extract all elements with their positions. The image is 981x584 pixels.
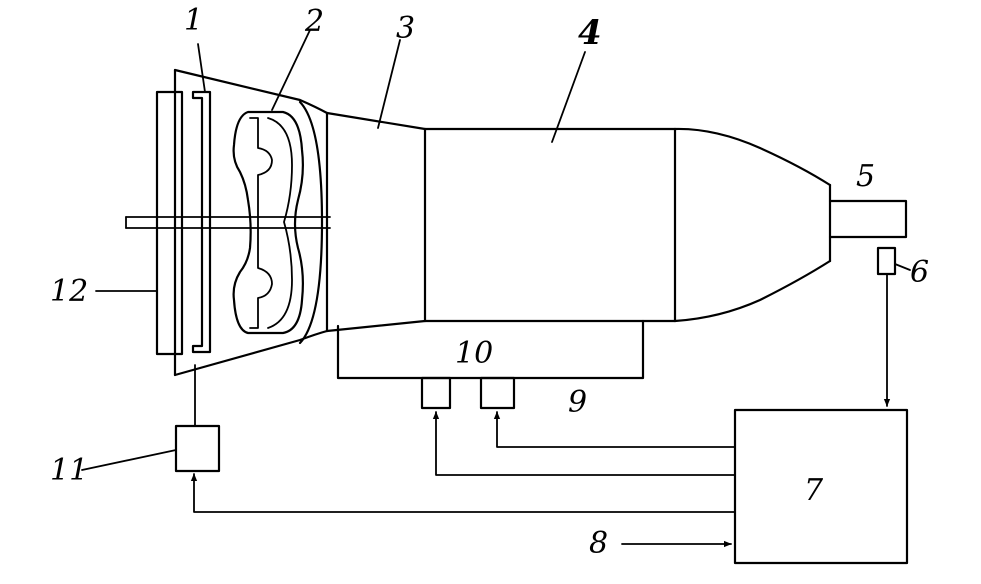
gearbox-casing (423, 127, 832, 323)
solenoid-right (479, 376, 516, 410)
label-4: 4 (578, 13, 602, 53)
label-2: 2 (304, 4, 324, 39)
transmission-front-section (325, 111, 427, 333)
leader-6 (894, 263, 911, 271)
torque-converter (232, 100, 324, 345)
label-7: 7 (804, 473, 824, 508)
solenoid-left (420, 376, 452, 410)
clutch-disc (191, 90, 212, 354)
flywheel-plate (155, 90, 184, 356)
label-8: 8 (589, 526, 608, 561)
label-6: 6 (910, 255, 929, 290)
signal-control-to-solenoid-left (432, 411, 736, 476)
leader-3 (377, 39, 401, 129)
label-3: 3 (396, 11, 415, 46)
bell-housing (173, 68, 329, 377)
signal-control-to-actuator (190, 473, 736, 513)
signal-control-to-solenoid-right (493, 411, 736, 448)
speed-sensor (876, 246, 897, 276)
leader-2 (271, 29, 311, 111)
label-1: 1 (184, 3, 203, 38)
label-11: 11 (50, 453, 88, 488)
leader-4 (551, 51, 586, 143)
control-unit (733, 408, 909, 565)
clutch-actuator (174, 424, 221, 473)
label-5: 5 (856, 159, 875, 194)
label-12: 12 (50, 274, 88, 309)
leader-11 (81, 449, 177, 471)
output-shaft (828, 199, 908, 239)
label-10: 10 (455, 336, 493, 371)
label-9: 9 (568, 385, 587, 420)
leader-1 (197, 43, 206, 93)
